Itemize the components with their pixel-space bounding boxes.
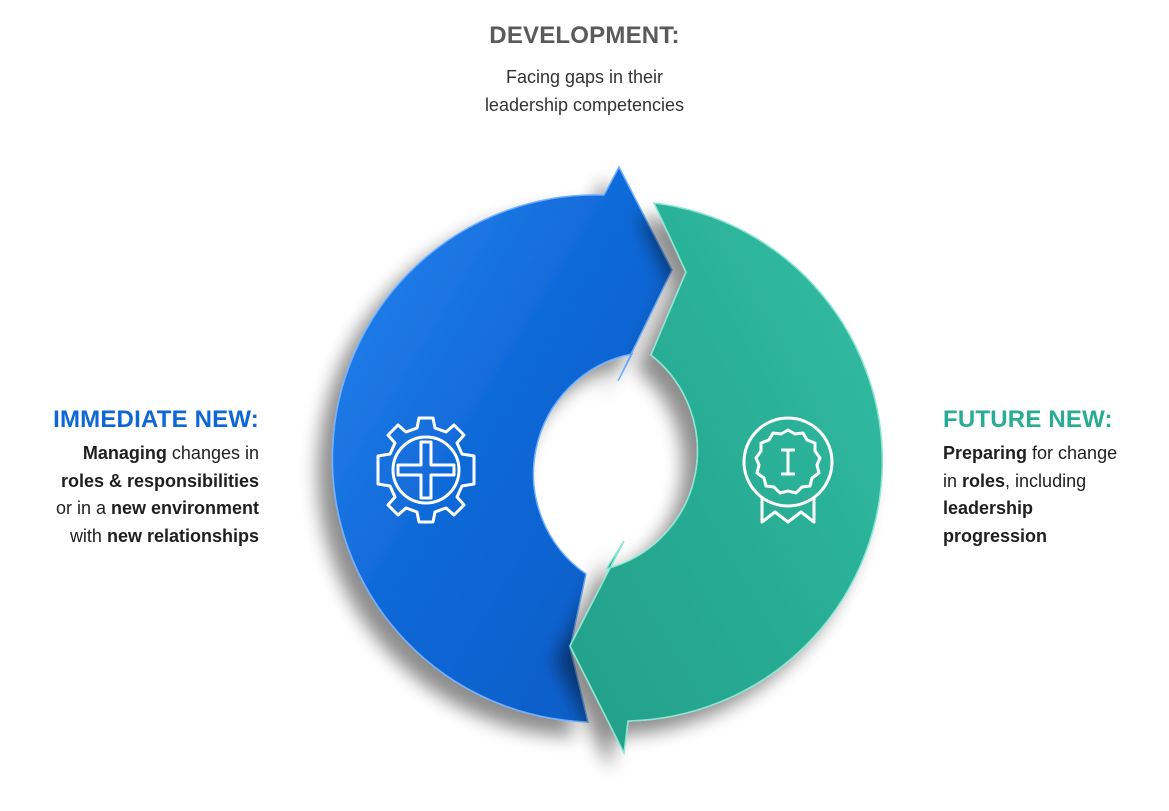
future-l4-bold: progression (943, 525, 1048, 546)
immediate-l1-bold: Managing (82, 443, 167, 463)
future-new-section: FUTURE NEW: Preparing for change in role… (943, 406, 1163, 550)
immediate-l1-rest: changes in (166, 443, 259, 463)
development-heading: DEVELOPMENT: (489, 22, 680, 49)
future-new-heading: FUTURE NEW: (943, 406, 1113, 433)
immediate-l4-bold: new relationships (106, 525, 259, 546)
future-l3-bold: leadership (943, 498, 1034, 518)
gear-icon (376, 416, 476, 524)
future-l1-rest: for change (1027, 443, 1118, 463)
development-section: DEVELOPMENT: Facing gaps in their leader… (0, 22, 1169, 119)
immediate-l2-bold: roles & responsibilities (60, 470, 259, 491)
future-new-description: Preparing for change in roles, including… (943, 440, 1163, 550)
teal-cycle-arrow (569, 202, 883, 756)
future-l1-bold: Preparing (943, 443, 1028, 463)
future-l2-rest: , including (1005, 470, 1087, 491)
award-ribbon-icon (742, 416, 834, 524)
immediate-new-heading: IMMEDIATE NEW: (53, 406, 259, 433)
future-l2-pre: in (943, 470, 963, 491)
immediate-l4-pre: with (69, 525, 107, 546)
immediate-l3-pre: or in a (55, 498, 111, 518)
development-line-1: Facing gaps in their (505, 67, 664, 87)
development-description: Facing gaps in their leadership competen… (0, 64, 1169, 119)
future-l2-bold: roles (962, 470, 1006, 491)
blue-cycle-arrow (331, 165, 673, 723)
immediate-new-section: IMMEDIATE NEW: Managing changes in roles… (0, 406, 259, 550)
immediate-new-description: Managing changes in roles & responsibili… (0, 440, 259, 550)
development-line-2: leadership competencies (484, 94, 685, 115)
immediate-l3-bold: new environment (110, 498, 259, 518)
